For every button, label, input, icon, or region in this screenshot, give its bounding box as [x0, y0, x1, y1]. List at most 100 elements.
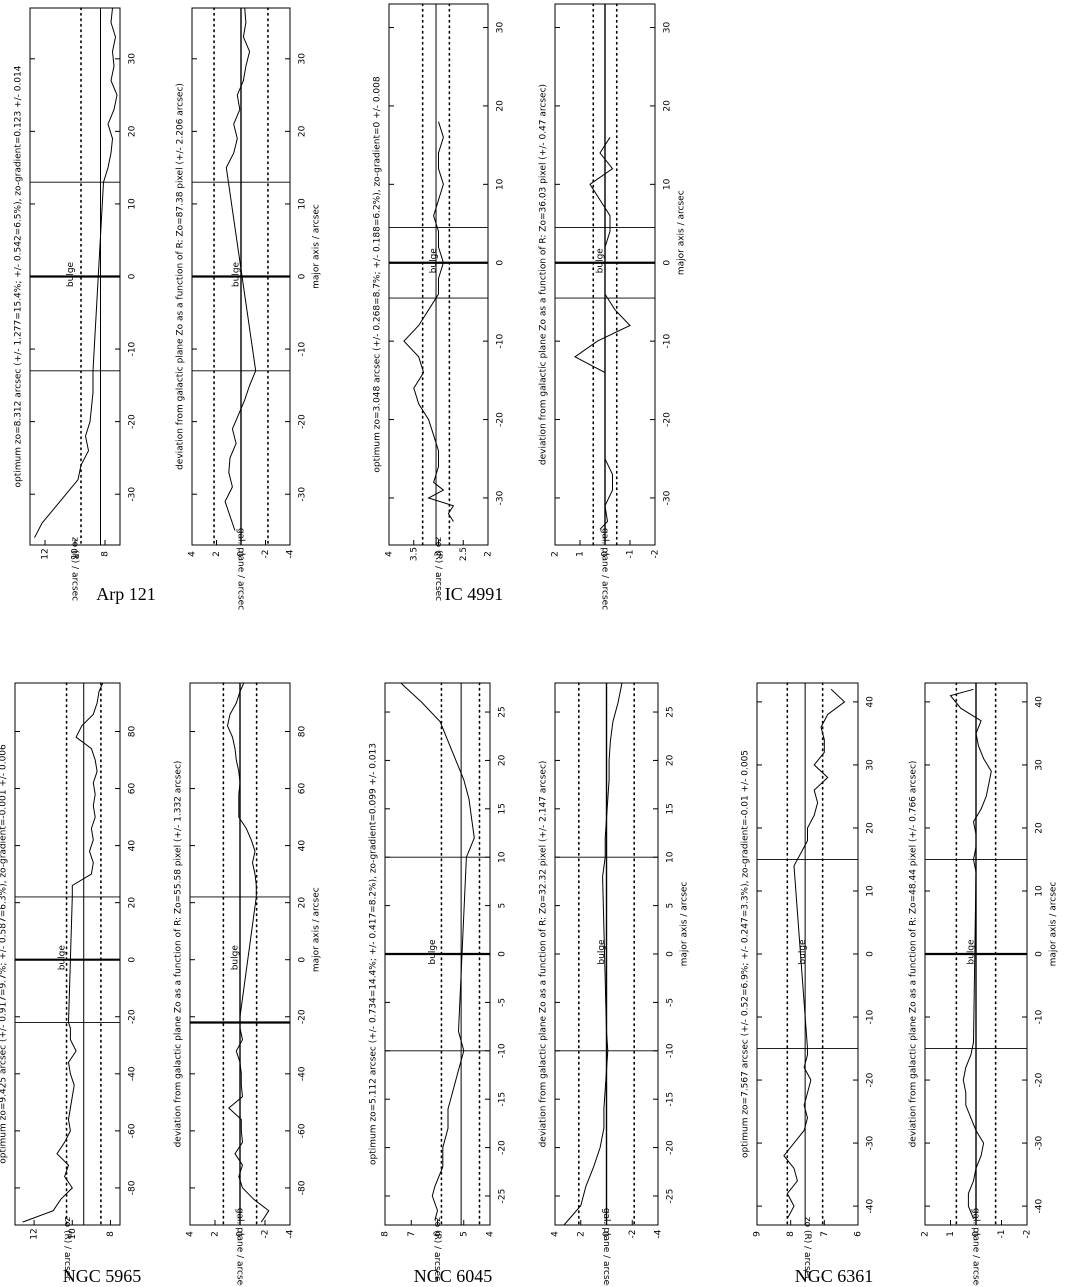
x-tick-label: 20 [663, 100, 673, 112]
x-tick-label: -10 [866, 1009, 876, 1024]
data-series-line [949, 688, 992, 1219]
y-tick-label: 3 [434, 551, 444, 557]
y-tick-label: -2 [651, 550, 661, 559]
x-tick-label: -30 [866, 1135, 876, 1150]
x-tick-label: -60 [298, 1123, 308, 1138]
x-tick-label: -15 [498, 1092, 508, 1107]
x-tick-label: 5 [666, 903, 676, 909]
x-tick-label: -20 [128, 414, 138, 429]
x-tick-label: 10 [496, 178, 506, 190]
x-tick-label: -20 [666, 1140, 676, 1155]
panel-title: optimum zo=5.112 arcsec (+/- 0.734=14.4%… [369, 743, 379, 1165]
x-tick-label: 0 [866, 951, 876, 957]
caption-arp-121: Arp 121 [96, 584, 156, 604]
y-tick-label: 2 [921, 1231, 931, 1237]
x-tick-label: -80 [298, 1180, 308, 1195]
x-tick-label: 20 [498, 754, 508, 766]
y-tick-label: 8 [101, 551, 111, 557]
caption-ngc-6045: NGC 6045 [413, 1266, 493, 1286]
x-tick-label: 60 [298, 783, 308, 795]
bulge-label: bulge [232, 261, 242, 287]
x-tick-label: 20 [128, 125, 138, 137]
data-series-line [22, 682, 104, 1223]
x-tick-label: 10 [666, 851, 676, 863]
x-tick-label: 25 [498, 706, 508, 717]
y-tick-label: 4 [385, 551, 395, 557]
panel-title: deviation from galactic plane Zo as a fu… [174, 761, 184, 1148]
bulge-label: bulge [58, 945, 68, 971]
data-series-line [574, 137, 631, 530]
bulge-label: bulge [428, 939, 438, 965]
y-tick-label: 8 [106, 1231, 116, 1237]
x-tick-label: -5 [498, 998, 508, 1007]
value-axis-label: zo (R) / arcsec [802, 1217, 812, 1281]
x-tick-label: -30 [298, 487, 308, 502]
x-tick-label: 20 [298, 125, 308, 137]
data-series-line [224, 7, 257, 531]
x-tick-label: 15 [498, 803, 508, 814]
x-tick-label: -20 [866, 1072, 876, 1087]
y-tick-label: -4 [654, 1229, 664, 1238]
x-tick-label: -10 [663, 334, 673, 349]
value-axis-label: zo (R) / arcsec [432, 1217, 442, 1281]
x-tick-label: 0 [496, 260, 506, 266]
x-tick-label: 30 [1035, 759, 1045, 771]
x-tick-label: -10 [666, 1043, 676, 1058]
x-tick-label: -5 [666, 998, 676, 1007]
major-axis-label: major axis / arcsec [312, 204, 322, 289]
x-tick-label: 0 [498, 951, 508, 957]
x-tick-label: 10 [298, 198, 308, 210]
value-axis-label: gal. plane / arcsec [601, 1208, 611, 1286]
x-tick-label: 80 [298, 725, 308, 737]
y-tick-label: 2 [551, 551, 561, 557]
y-tick-label: 5 [459, 1231, 469, 1237]
bulge-label: bulge [66, 261, 76, 287]
x-tick-label: -40 [298, 1066, 308, 1081]
y-tick-label: 7 [407, 1231, 417, 1237]
y-tick-label: -1 [997, 1230, 1007, 1239]
x-tick-label: -20 [663, 412, 673, 427]
x-tick-label: 10 [663, 178, 673, 190]
bulge-label: bulge [429, 248, 439, 274]
y-tick-label: 1 [946, 1231, 956, 1237]
value-axis-label: gal. plane / arcsec [600, 528, 610, 610]
panel-title: optimum zo=9.425 arcsec (+/- 0.917=9.7%;… [0, 744, 9, 1164]
data-series-line [563, 682, 623, 1226]
y-tick-label: 4 [186, 1231, 196, 1237]
value-axis-label: gal. plane / arcsec [235, 1208, 245, 1286]
x-tick-label: 0 [1035, 951, 1045, 957]
x-tick-label: 20 [298, 897, 308, 909]
caption-ngc-6361: NGC 6361 [794, 1266, 874, 1286]
x-tick-label: 20 [666, 754, 676, 766]
x-tick-label: -80 [128, 1180, 138, 1195]
x-tick-label: 40 [1035, 696, 1045, 708]
x-tick-label: -10 [496, 334, 506, 349]
value-axis-label: gal. plane / arcsec [971, 1208, 981, 1286]
x-tick-label: 20 [1035, 822, 1045, 834]
x-tick-label: -40 [1035, 1198, 1045, 1213]
caption-ic-4991: IC 4991 [444, 584, 504, 604]
y-tick-label: -1 [626, 550, 636, 559]
x-tick-label: 10 [866, 885, 876, 897]
bulge-label: bulge [798, 939, 808, 965]
x-tick-label: -20 [496, 412, 506, 427]
bulge-label: bulge [597, 939, 607, 965]
y-tick-label: 12 [41, 548, 51, 559]
y-tick-label: -2 [628, 1230, 638, 1239]
y-tick-label: 10 [71, 548, 81, 560]
x-tick-label: 20 [128, 897, 138, 909]
x-tick-label: -10 [298, 341, 308, 356]
major-axis-label: major axis / arcsec [677, 190, 687, 275]
x-tick-label: -20 [298, 1009, 308, 1024]
y-tick-label: 3.5 [409, 547, 419, 561]
major-axis-label: major axis / arcsec [312, 887, 322, 972]
value-axis-label: gal. plane / arcsec [236, 528, 246, 610]
